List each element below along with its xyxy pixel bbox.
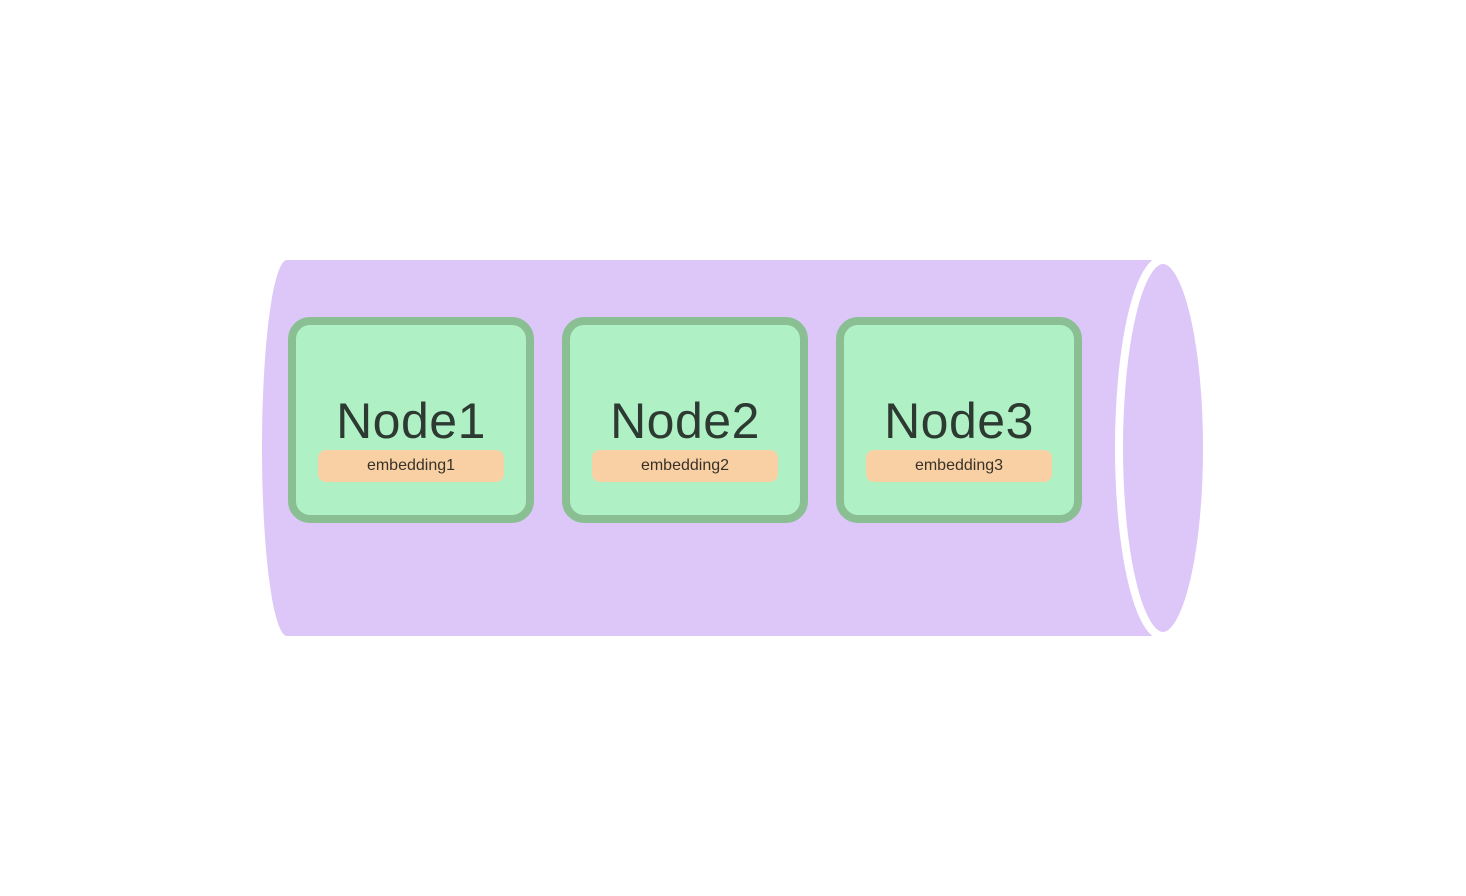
node-embedding-badge: embedding3 <box>866 450 1052 482</box>
node-card-2: Node2 embedding2 <box>562 317 808 523</box>
node-title: Node2 <box>610 393 760 449</box>
node-embedding-badge: embedding2 <box>592 450 778 482</box>
node-card-1: Node1 embedding1 <box>288 317 534 523</box>
node-title: Node1 <box>336 393 486 449</box>
node-embedding-badge: embedding1 <box>318 450 504 482</box>
node-title: Node3 <box>884 393 1034 449</box>
node-card-3: Node3 embedding3 <box>836 317 1082 523</box>
cylinder-cap-ellipse <box>1115 256 1211 640</box>
